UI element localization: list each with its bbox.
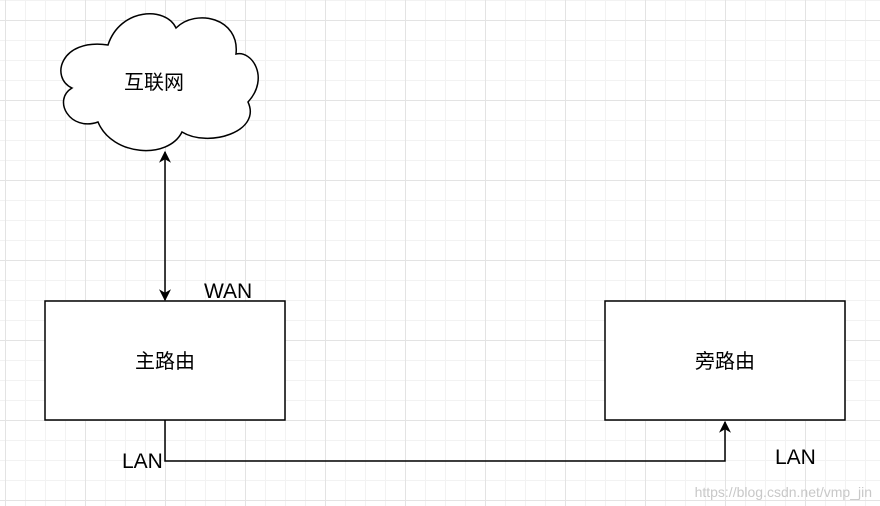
internet-label: 互联网 — [124, 70, 184, 94]
wan-label: WAN — [204, 280, 253, 303]
lan-connector — [164, 420, 731, 462]
watermark-text: https://blog.csdn.net/vmp_jin — [694, 484, 872, 500]
lan-source-label: LAN — [122, 450, 163, 473]
main-router-label: 主路由 — [135, 349, 195, 373]
lan-target-label: LAN — [775, 446, 816, 469]
side-router-box — [604, 300, 846, 421]
internet-cloud-shape — [60, 13, 259, 152]
main-router-box — [44, 300, 286, 421]
side-router-label: 旁路由 — [695, 349, 755, 373]
